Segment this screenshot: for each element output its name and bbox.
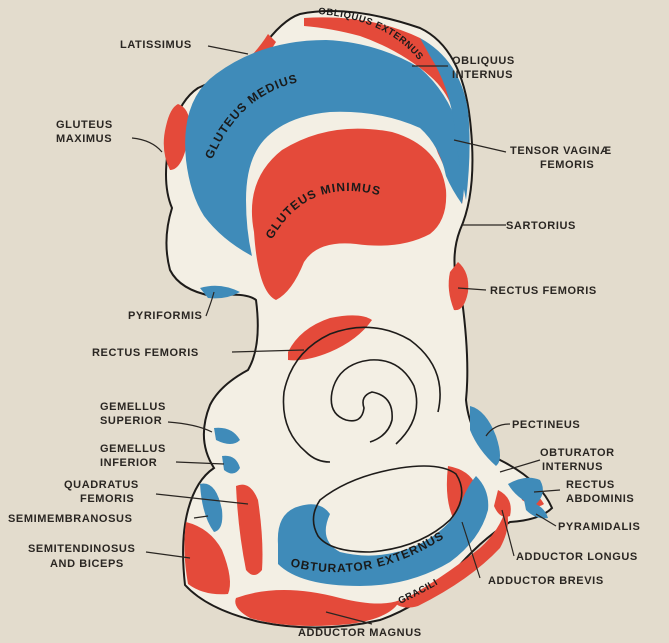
label-gluteus-maximus-1: GLUTEUS (56, 119, 113, 131)
label-adductor-brevis: ADDUCTOR BREVIS (488, 575, 604, 587)
label-latissimus: LATISSIMUS (120, 39, 192, 51)
label-pyriformis: PYRIFORMIS (128, 310, 202, 322)
label-semimembranosus: SEMIMEMBRANOSUS (8, 513, 133, 525)
label-obturator-internus-1: OBTURATOR (540, 447, 615, 459)
label-quadratus-1: QUADRATUS (64, 479, 139, 491)
label-tensor-2: FEMORIS (540, 159, 594, 171)
label-gemellus-superior-1: GEMELLUS (100, 401, 166, 413)
label-obliquus-internus-2: INTERNUS (452, 69, 513, 81)
label-gluteus-maximus-2: MAXIMUS (56, 133, 112, 145)
label-pyramidalis: PYRAMIDALIS (558, 521, 640, 533)
label-gemellus-inferior-2: INFERIOR (100, 457, 157, 469)
label-obturator-internus-2: INTERNUS (542, 461, 603, 473)
label-semitendinosus-2: AND BICEPS (50, 558, 124, 570)
label-sartorius: SARTORIUS (506, 220, 576, 232)
label-semitendinosus-1: SEMITENDINOSUS (28, 543, 135, 555)
label-gemellus-superior-2: SUPERIOR (100, 415, 162, 427)
label-rectus-femoris-right: RECTUS FEMORIS (490, 285, 597, 297)
label-pectineus: PECTINEUS (512, 419, 580, 431)
label-obliquus-internus-1: OBLIQUUS (452, 55, 515, 67)
label-gemellus-inferior-1: GEMELLUS (100, 443, 166, 455)
label-quadratus-2: FEMORIS (80, 493, 134, 505)
label-rectus-femoris-left: RECTUS FEMORIS (92, 347, 199, 359)
label-rectus-abdominis-1: RECTUS (566, 479, 615, 491)
label-adductor-longus: ADDUCTOR LONGUS (516, 551, 638, 563)
label-adductor-magnus: ADDUCTOR MAGNUS (298, 627, 422, 639)
label-rectus-abdominis-2: ABDOMINIS (566, 493, 634, 505)
label-tensor-1: TENSOR VAGINÆ (510, 145, 612, 157)
